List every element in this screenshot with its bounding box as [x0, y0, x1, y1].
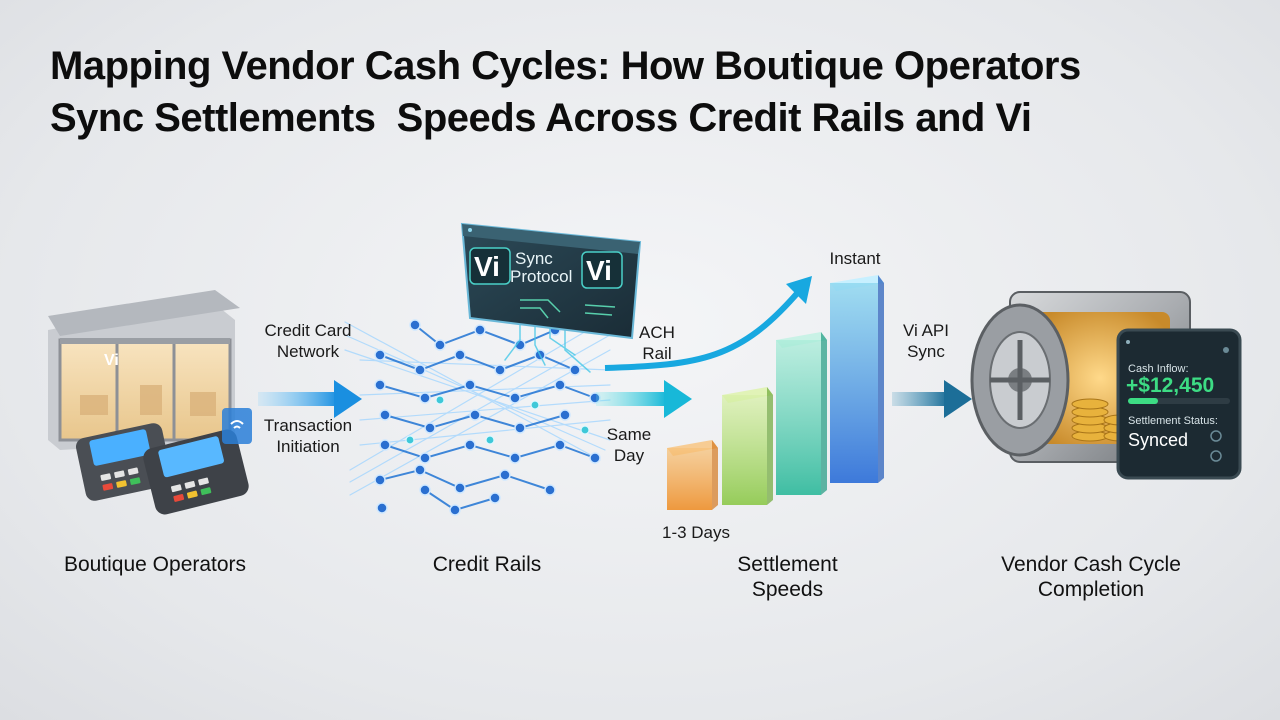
storefront-sign: Vi [104, 352, 119, 369]
ach-rail-label: ACH Rail [622, 322, 692, 364]
vault-status-label: Settlement Status: [1128, 415, 1218, 427]
stage-label-completion: Vendor Cash Cycle Completion [975, 552, 1207, 602]
transaction-initiation-label: Transaction Initiation [248, 415, 368, 457]
same-day-line1: Same [594, 424, 664, 445]
credit-card-network-line2: Network [248, 341, 368, 362]
vault-screen: Cash Inflow: +$12,450 Settlement Status:… [1118, 330, 1240, 478]
bar-same-day [722, 387, 773, 505]
bar-slow [667, 440, 718, 510]
sync-panel-text-line1: Sync [515, 249, 553, 268]
bar-next-tier [776, 332, 827, 495]
vi-api-sync-line1: Vi API [886, 320, 966, 341]
vi-api-sync-line2: Sync [886, 341, 966, 362]
ach-rail-line2: Rail [622, 343, 692, 364]
stage-label-credit-rails: Credit Rails [397, 552, 577, 577]
credit-card-network-label: Credit Card Network [248, 320, 368, 362]
sync-protocol-panel: Vi Sync Protocol Vi [462, 224, 640, 338]
same-day-label: Same Day [594, 424, 664, 466]
stage-label-boutique: Boutique Operators [30, 552, 280, 577]
arrow-vi-api-sync [892, 380, 972, 418]
bar-label-instant: Instant [810, 248, 900, 269]
arrow-same-day [596, 380, 692, 418]
stage-label-completion-line1: Vendor Cash Cycle [975, 552, 1207, 577]
bar-label-slow: 1-3 Days [646, 522, 746, 543]
vi-api-sync-label: Vi API Sync [886, 320, 966, 362]
bar-instant [830, 275, 884, 483]
transaction-initiation-line1: Transaction [248, 415, 368, 436]
credit-card-network-line1: Credit Card [248, 320, 368, 341]
same-day-line2: Day [594, 445, 664, 466]
settlement-bars [667, 275, 884, 510]
vault-status-value: Synced [1128, 430, 1188, 450]
stage-label-settlement: Settlement Speeds [700, 552, 875, 602]
sync-panel-logo-left: Vi [474, 251, 500, 282]
ach-rail-line1: ACH [622, 322, 692, 343]
stage-label-settlement-line1: Settlement [700, 552, 875, 577]
stage-label-completion-line2: Completion [975, 577, 1207, 602]
transaction-initiation-line2: Initiation [248, 436, 368, 457]
stage-label-settlement-line2: Speeds [700, 577, 875, 602]
arrow-transaction [258, 380, 362, 418]
credit-rails-network [345, 318, 610, 515]
vault-amount: +$12,450 [1126, 374, 1214, 397]
sync-panel-logo-right: Vi [586, 255, 612, 286]
sync-panel-text-line2: Protocol [510, 267, 572, 286]
